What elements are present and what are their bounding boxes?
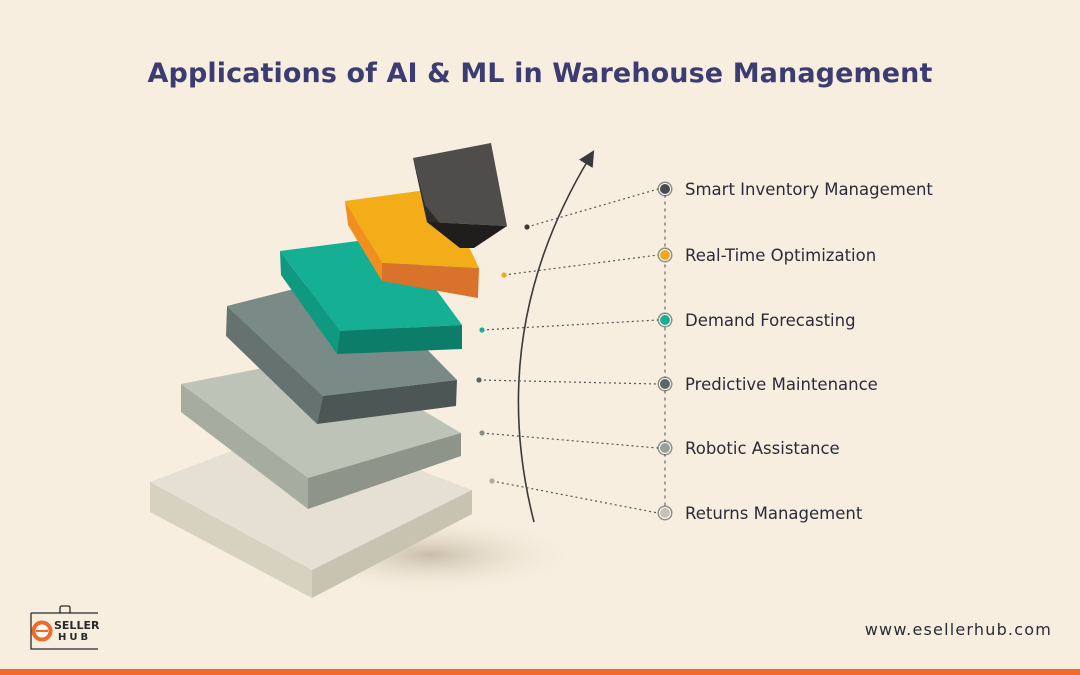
legend-item-returns-management: Returns Management [658,504,1018,524]
growth-arrow [517,150,595,523]
legend-label: Predictive Maintenance [685,375,878,394]
logo-wordmark-bottom: HUB [58,632,92,643]
legend-label: Real-Time Optimization [685,246,877,265]
leader-line-2 [503,254,659,276]
legend-item-robotic-assistance: Robotic Assistance [658,439,1018,459]
website-url: www.esellerhub.com [864,620,1052,639]
legend-label: Demand Forecasting [685,311,856,330]
legend-label: Returns Management [685,504,863,523]
legend-item-demand-forecasting: Demand Forecasting [658,311,1018,331]
stack-layer-3 [280,236,462,354]
leader-line-4 [478,379,659,385]
bottom-accent-bar [0,669,1080,675]
legend-item-real-time: Real-Time Optimization [658,246,1018,266]
legend-dot-icon [659,314,671,326]
logo-wordmark-top: SELLER [54,619,100,632]
legend-dot-icon [659,249,671,261]
leader-line-5 [481,432,659,449]
leader-line-3 [481,319,659,331]
legend-item-predictive-maintenance: Predictive Maintenance [658,375,1018,395]
leader-lines [478,188,659,514]
leader-start-dots [476,224,530,484]
legend-dot-icon [659,442,671,454]
legend-dot-icon [659,183,671,195]
page-title: Applications of AI & ML in Warehouse Man… [147,58,933,89]
legend-dot-icon [659,507,671,519]
leader-line-1 [526,188,659,228]
legend-label: Smart Inventory Management [685,180,933,199]
legend-dot-icon [659,378,671,390]
legend-item-smart-inventory: Smart Inventory Management [658,180,1018,200]
leader-line-6 [491,480,659,514]
stack-layer-1 [413,143,507,248]
legend-label: Robotic Assistance [685,439,840,458]
eseller-hub-logo [30,605,98,650]
